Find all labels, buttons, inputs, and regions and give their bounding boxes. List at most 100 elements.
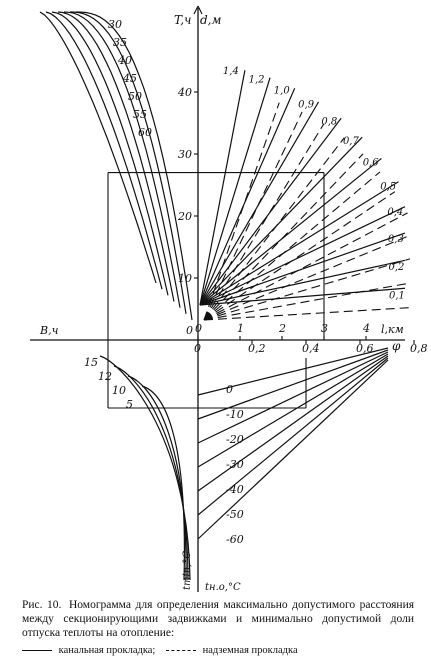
tick-label-l-1: 1 <box>237 322 244 335</box>
tick-label-l-0: 0 <box>195 322 202 335</box>
dashed-line-d-0,8 <box>203 153 364 321</box>
tick-label-phi-0,6: 0,6 <box>356 342 374 355</box>
dashed-line-d-0,4 <box>203 234 411 321</box>
tick-label-d-10: 10 <box>178 272 192 285</box>
line-tno--50 <box>197 357 389 516</box>
example-path <box>107 172 325 409</box>
axis-label-d: d,м <box>200 13 221 27</box>
solid-line-label-1,4: 1,4 <box>223 66 239 77</box>
curve-label-T-30: 30 <box>108 18 122 31</box>
figure-legend: канальная прокладка; надземная прокладка <box>22 645 422 659</box>
tick-label-phi-0,4: 0,4 <box>302 342 320 355</box>
curve-tmin-12 <box>113 365 189 581</box>
tick-label-phi-0: 0 <box>194 342 201 355</box>
solid-line-label-0,6: 0,6 <box>363 158 380 169</box>
tick-label-d-30: 30 <box>178 148 192 161</box>
solid-line-d-1,2 <box>199 77 271 306</box>
solid-line-label-0,2: 0,2 <box>388 262 404 273</box>
tick-label-phi-0,8: 0,8 <box>410 342 428 355</box>
curve-label-T-50: 50 <box>128 90 142 103</box>
curve-label-tmin-12: 12 <box>98 370 112 383</box>
line-label-tno--60: -60 <box>226 533 244 546</box>
line-label-tno--50: -50 <box>226 508 244 521</box>
curve-label-tmin-10: 10 <box>112 384 126 397</box>
tick-label-d-20: 20 <box>177 210 192 223</box>
tick-label-phi-0,2: 0,2 <box>248 342 266 355</box>
dashed-line-d-0,9 <box>203 137 345 321</box>
legend-dashed-swatch <box>165 650 196 652</box>
dashed-line-d-0,2 <box>203 282 411 321</box>
solid-line-label-1,2: 1,2 <box>249 74 265 85</box>
curve-T-40 <box>51 11 169 296</box>
dashed-line-d-1,0 <box>203 123 325 321</box>
axis-label-T: T,ч <box>174 13 192 27</box>
caption-text: Номограмма для определения максимально д… <box>22 599 415 639</box>
curve-T-50 <box>63 11 181 308</box>
axis-label-l: l,км <box>381 323 404 336</box>
dashed-line-d-1,4 <box>203 102 280 321</box>
curve-label-T-60: 60 <box>138 126 152 139</box>
solid-line-label-0,4: 0,4 <box>387 207 403 218</box>
axes-group: 0 <box>30 5 405 592</box>
line-label-tno--40: -40 <box>226 483 244 496</box>
line-tno-0 <box>197 347 389 396</box>
dashed-line-d-0,5 <box>203 212 408 321</box>
solid-line-d-0,3 <box>199 232 406 306</box>
solid-line-d-0,1 <box>199 287 406 306</box>
solid-line-label-0,7: 0,7 <box>343 136 360 147</box>
dashed-line-d-0,1 <box>203 307 411 321</box>
solid-line-d-0,2 <box>199 259 406 306</box>
quadrant-top-right: 01234102030401,41,21,00,90,80,70,60,50,4… <box>177 66 411 340</box>
line-tno--60 <box>197 359 389 540</box>
line-label-tno--10: -10 <box>226 408 244 421</box>
tick-label-l-2: 2 <box>278 322 286 335</box>
axis-label-tno: tн.о,°C <box>205 582 241 593</box>
vertical-axis-arrow <box>197 5 203 15</box>
legend-dashed-label: надземная прокладка <box>202 645 298 656</box>
axis-label-phi: φ <box>392 339 401 353</box>
curve-T-55 <box>69 11 187 314</box>
curve-tmin-10 <box>127 375 187 581</box>
solid-line-d-0,7 <box>199 136 363 306</box>
vertical-axis-arrow <box>193 5 199 15</box>
origin-label-left: 0 <box>186 324 193 337</box>
curve-label-tmin-5: 5 <box>126 398 133 411</box>
figure-caption: Рис. 10. Номограмма для определения макс… <box>22 598 414 640</box>
solid-line-label-0,3: 0,3 <box>388 234 404 245</box>
caption-label: Рис. 10. <box>22 599 62 611</box>
tick-label-d-40: 40 <box>177 86 192 99</box>
dashed-line-d-0,6 <box>203 191 396 321</box>
solid-line-d-1,0 <box>199 88 296 306</box>
curve-label-tmin-15: 15 <box>84 356 98 369</box>
legend-solid-swatch <box>22 650 52 652</box>
legend-solid-label: канальная прокладка; <box>58 645 156 656</box>
curve-tmin-5 <box>141 385 186 581</box>
dashed-line-d-1,2 <box>203 111 303 321</box>
solid-line-d-0,6 <box>199 157 382 306</box>
solid-line-d-1,4 <box>199 70 246 306</box>
line-tno--40 <box>197 355 389 492</box>
solid-line-label-0,1: 0,1 <box>389 290 405 301</box>
tick-label-l-4: 4 <box>362 322 370 335</box>
solid-line-label-0,8: 0,8 <box>321 116 337 127</box>
solid-line-label-0,5: 0,5 <box>380 182 396 193</box>
solid-line-label-0,9: 0,9 <box>298 100 315 111</box>
curve-label-T-55: 55 <box>133 108 147 121</box>
solid-line-label-1,0: 1,0 <box>274 85 291 96</box>
dashed-line-d-0,7 <box>203 171 381 321</box>
axis-label-B: B,ч <box>39 324 59 337</box>
solid-line-d-0,5 <box>199 181 399 306</box>
quadrant-bottom-right: 00,20,40,60,80-10-20-30-40-50-60 <box>194 340 428 546</box>
line-tno--30 <box>197 353 389 468</box>
line-label-tno-0: 0 <box>226 383 233 396</box>
dashed-line-d-0,3 <box>203 258 411 321</box>
curve-T-35 <box>45 11 163 290</box>
line-tno--20 <box>197 351 389 444</box>
axis-label-tmin: tmin,°C <box>182 551 193 590</box>
line-label-tno--20: -20 <box>226 433 244 446</box>
curve-T-60 <box>75 11 193 321</box>
curve-T-45 <box>57 11 175 302</box>
